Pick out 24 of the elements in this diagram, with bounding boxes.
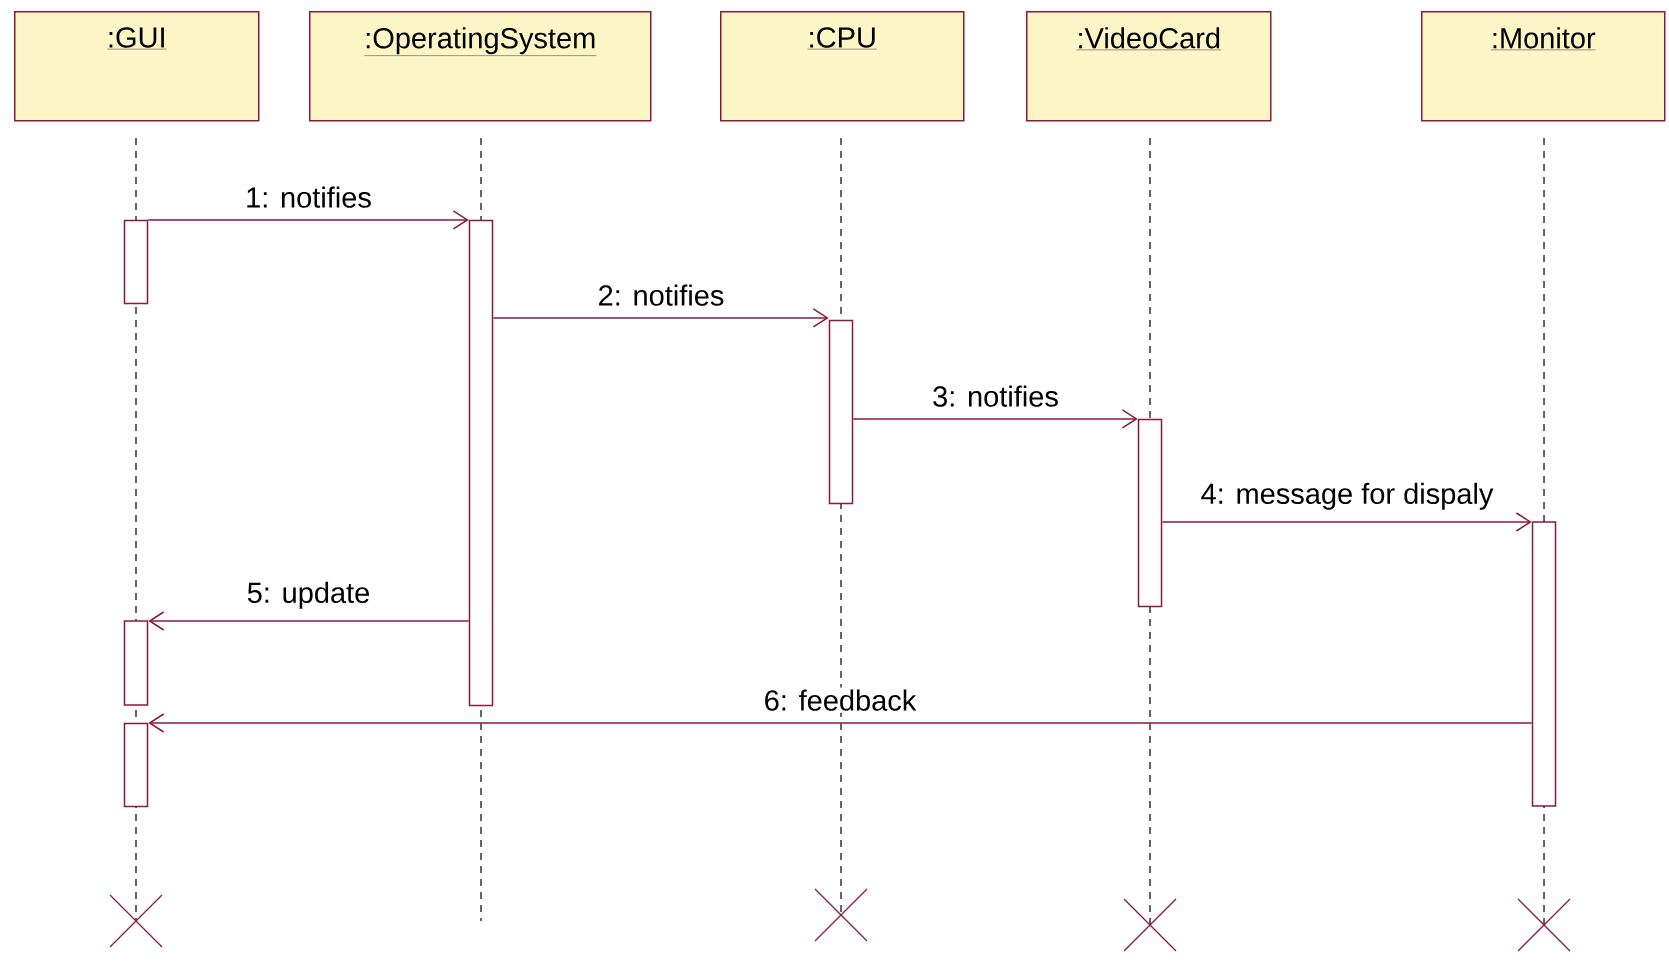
message-arrow <box>1161 512 1532 532</box>
object-box: :GUI <box>14 11 260 122</box>
edge-label: 4: message for dispaly <box>1198 480 1496 512</box>
object-box: :Monitor <box>1421 11 1666 122</box>
message-arrow <box>148 713 1533 733</box>
message-arrow <box>492 308 829 328</box>
activation-bar <box>828 319 854 505</box>
message-arrow <box>148 611 470 631</box>
activation-bar <box>123 219 149 305</box>
activation-bar <box>1137 418 1163 608</box>
activation-bar <box>123 620 149 706</box>
edge-label: 5: update <box>244 579 373 611</box>
edge-label: 2: notifies <box>595 282 727 308</box>
message-arrow <box>147 210 469 230</box>
message-arrow <box>852 409 1138 429</box>
object-box: :CPU <box>720 11 965 122</box>
object-box: :OperatingSystem <box>309 11 652 122</box>
activation-bar <box>123 722 149 808</box>
edge-label: 1: notifies <box>243 184 374 210</box>
activation-bar <box>468 219 494 707</box>
edge-label: 3: notifies <box>930 383 1061 409</box>
object-box: :VideoCard <box>1026 11 1272 122</box>
activation-bar <box>1531 521 1557 807</box>
edge-label: 6: feedback <box>761 687 919 713</box>
